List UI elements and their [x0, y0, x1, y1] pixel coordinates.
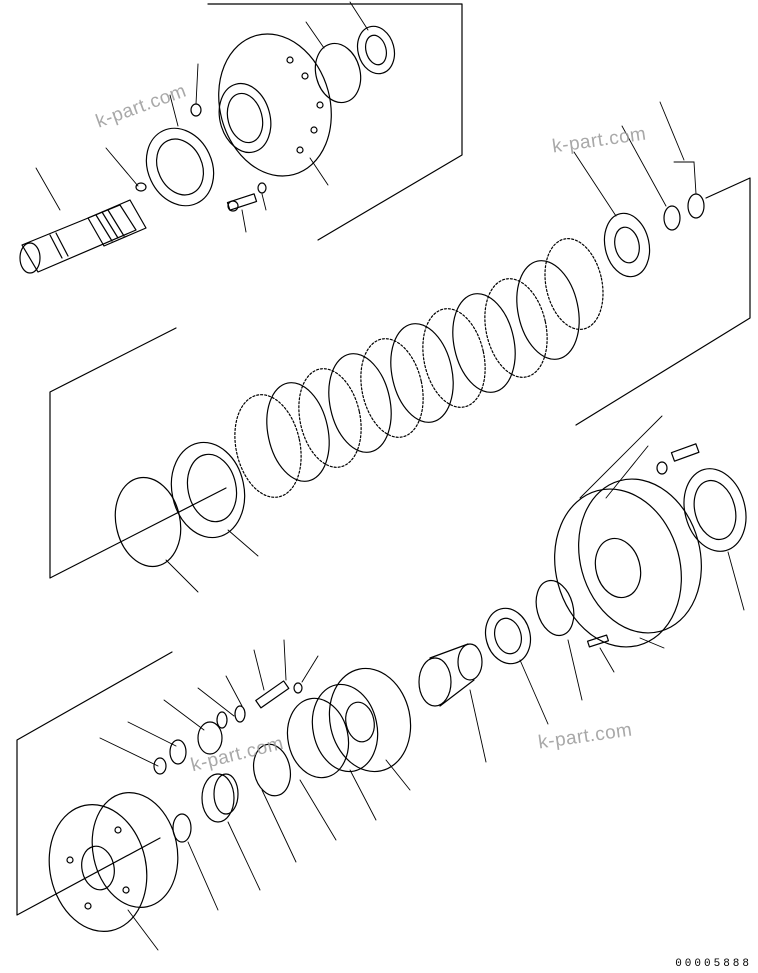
bolt-small — [226, 193, 258, 212]
clutch-disc-stack — [234, 238, 604, 498]
plug-top — [190, 103, 202, 117]
gear-hub-right — [603, 212, 651, 278]
snap-ring-bottom — [252, 743, 292, 797]
top-group-frame — [207, 3, 463, 241]
sun-gear-shaft — [418, 643, 483, 707]
bolt-right — [670, 443, 700, 462]
washer-right — [656, 461, 668, 475]
o-ring-top — [314, 42, 362, 104]
input-shaft — [19, 199, 147, 274]
clutch-piston — [170, 441, 246, 539]
bearing-cup-top — [356, 25, 396, 75]
ring-gear-carrier — [554, 478, 702, 648]
spring-pin — [255, 680, 290, 709]
brake-cover — [48, 791, 179, 932]
bearing-mid — [484, 607, 532, 665]
retainer-housing — [218, 33, 332, 177]
drawing-number: 00005888 — [675, 958, 752, 970]
snap-ring-mid — [535, 579, 575, 637]
o-ring-large — [114, 476, 182, 568]
o-ring-bottom — [286, 697, 350, 779]
pin-right — [586, 634, 610, 648]
large-seal-ring — [145, 127, 215, 207]
planet-carrier — [311, 667, 412, 773]
small-plug — [135, 182, 147, 192]
planet-gear-set — [153, 705, 246, 775]
needle-bearing — [201, 773, 239, 823]
snap-ring-pair — [663, 193, 705, 231]
snap-ring-small — [172, 813, 192, 843]
small-stud — [293, 682, 303, 694]
washer-small — [257, 182, 267, 194]
bearing-cup-right — [683, 468, 747, 552]
leader-lines — [35, 1, 745, 951]
bottom-group-frame — [16, 651, 173, 916]
clutch-group-frame — [49, 177, 751, 579]
